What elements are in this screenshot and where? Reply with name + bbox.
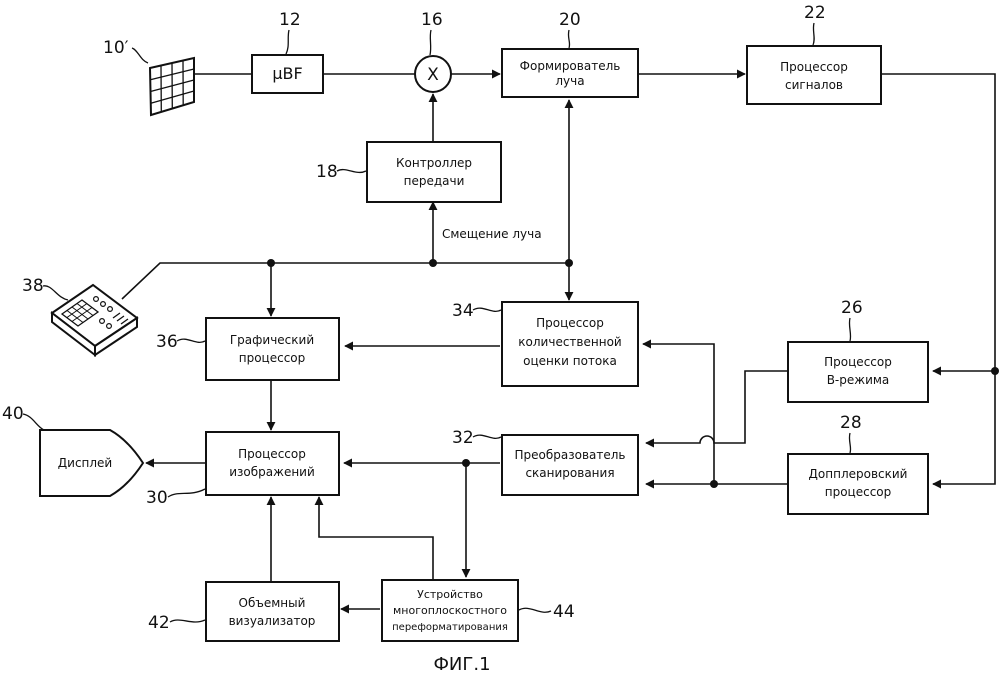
leader-mpr [519, 608, 551, 612]
ref-mpr: 44 [553, 602, 575, 622]
mpr-block: Устройство многоплоскостного переформати… [382, 580, 518, 641]
transducer-array-icon [150, 58, 194, 115]
volume-renderer-label-line2: визуализатор [229, 614, 316, 628]
microbeamformer-label: μBF [272, 64, 302, 83]
ref-scan-converter: 32 [452, 428, 474, 448]
leader-graphics-processor [177, 339, 205, 342]
leader-flow-processor [473, 308, 501, 311]
beamformer-block: Формирователь луча [502, 49, 638, 97]
leader-display [23, 414, 44, 430]
user-interface-console-icon [52, 285, 137, 355]
mpr-label-line1: Устройство [417, 588, 483, 601]
transmit-controller-label-line2: передачи [404, 174, 465, 188]
beamformer-label-line2: луча [555, 74, 584, 88]
microbeamformer-block: μBF [252, 55, 323, 93]
scan-converter-block: Преобразователь сканирования [502, 435, 638, 495]
junction-dot [267, 259, 275, 267]
bmode-processor-label-line2: B-режима [827, 373, 890, 387]
ref-user-interface: 38 [22, 276, 44, 296]
ref-signal-processor: 22 [804, 3, 826, 23]
doppler-processor-label-line2: процессор [825, 485, 892, 499]
bmode-processor-block: Процессор B-режима [788, 342, 928, 402]
leader-image-processor [168, 489, 205, 497]
signal-processor-label-line2: сигналов [785, 78, 843, 92]
svg-text:X: X [427, 65, 439, 85]
signal-processor-block: Процессор сигналов [747, 46, 881, 104]
ref-probe: 10′ [103, 38, 129, 58]
image-processor-block: Процессор изображений [206, 432, 339, 495]
ref-graphics-processor: 36 [156, 332, 178, 352]
ref-image-processor: 30 [146, 488, 168, 508]
figure-caption: ФИГ.1 [433, 654, 490, 675]
ref-doppler-processor: 28 [840, 413, 862, 433]
graphics-processor-label-line1: Графический [230, 333, 314, 347]
volume-renderer-block: Объемный визуализатор [206, 582, 339, 641]
display-block: Дисплей [40, 430, 143, 496]
leader-volume-renderer [170, 620, 205, 622]
image-processor-label-line1: Процессор [238, 447, 306, 461]
signal-processor-label-line1: Процессор [780, 60, 848, 74]
doppler-processor-block: Допплеровский процессор [788, 454, 928, 514]
ref-tx-controller: 18 [316, 162, 338, 182]
image-processor-label-line2: изображений [229, 465, 315, 479]
flow-processor-label-line1: Процессор [536, 316, 604, 330]
ref-multiplier: 16 [421, 10, 443, 30]
wire-signal-bus [881, 74, 995, 484]
leader-doppler-processor [849, 433, 850, 453]
flow-processor-block: Процессор количественной оценки потока [502, 302, 638, 386]
beam-steering-label: Смещение луча [442, 227, 542, 241]
doppler-processor-label-line1: Допплеровский [809, 467, 908, 481]
leader-tx-controller [337, 170, 366, 173]
leader-bmode-processor [849, 318, 850, 341]
graphics-processor-block: Графический процессор [206, 318, 339, 380]
wire-doppler-flow [643, 344, 714, 484]
scan-converter-label-line2: сканирования [525, 466, 614, 480]
scan-converter-label-line1: Преобразователь [515, 448, 626, 462]
wire-control-bus [122, 263, 569, 299]
ref-flow-processor: 34 [452, 301, 474, 321]
flow-processor-label-line3: оценки потока [523, 354, 617, 368]
graphics-processor-label-line2: процессор [239, 351, 306, 365]
ref-volume-renderer: 42 [148, 613, 170, 633]
leader-beamformer [568, 30, 569, 48]
ref-beamformer: 20 [559, 10, 581, 30]
beamformer-label-line1: Формирователь [520, 59, 621, 73]
ref-display: 40 [2, 404, 24, 424]
junction-dot [565, 259, 573, 267]
multiplier-node: X [415, 56, 451, 92]
transmit-controller-block: Контроллер передачи [367, 142, 501, 202]
ref-bmode-processor: 26 [841, 298, 863, 318]
volume-renderer-label-line1: Объемный [239, 596, 306, 610]
wire-mpr-image [319, 497, 433, 580]
junction-dot [710, 480, 718, 488]
leader-user-interface [43, 286, 68, 300]
leader-probe [132, 48, 148, 63]
ref-mbf: 12 [279, 10, 301, 30]
junction-dot [991, 367, 999, 375]
junction-dot [429, 259, 437, 267]
leader-signal-processor [813, 23, 814, 45]
transmit-controller-label-line1: Контроллер [396, 156, 472, 170]
flow-processor-label-line2: количественной [518, 335, 621, 349]
leader-multiplier [430, 30, 431, 55]
mpr-label-line2: многоплоскостного [393, 604, 507, 617]
leader-scan-converter [473, 435, 501, 438]
mpr-label-line3: переформатирования [392, 622, 508, 633]
bmode-processor-label-line1: Процессор [824, 355, 892, 369]
wire-bmode-scan [646, 371, 788, 443]
display-label: Дисплей [58, 456, 112, 470]
junction-dot [462, 459, 470, 467]
leader-mbf [286, 30, 289, 54]
